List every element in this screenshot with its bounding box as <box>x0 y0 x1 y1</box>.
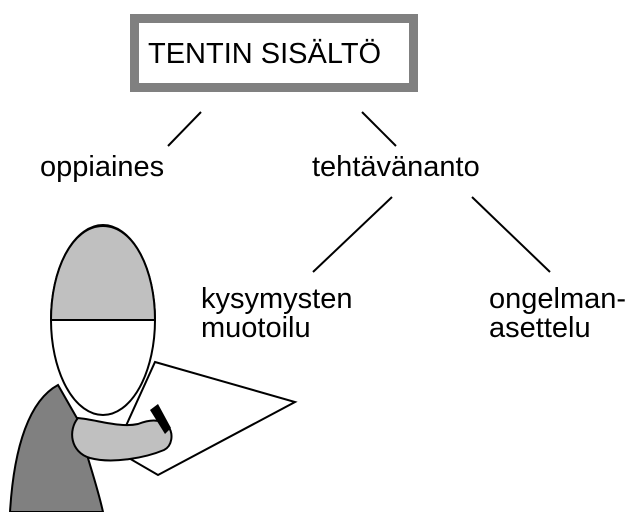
writer-illustration <box>8 224 298 512</box>
diagram-title: TENTIN SISÄLTÖ <box>148 38 382 70</box>
node-problem-line1: ongelman- <box>489 283 627 315</box>
person-arm <box>71 416 173 462</box>
node-questions-line2: muotoilu <box>201 312 311 344</box>
person-cap <box>49 224 157 321</box>
node-content: oppiaines <box>40 151 165 183</box>
connector-title-task <box>361 111 397 147</box>
title-frame <box>130 14 418 92</box>
connector-task-problem <box>471 196 551 273</box>
pen-icon <box>150 404 171 434</box>
connector-task-questions <box>312 196 393 273</box>
node-problem-line2: asettelu <box>489 312 591 344</box>
node-task: tehtävänanto <box>312 151 480 183</box>
connector-title-content <box>167 111 202 147</box>
node-questions-line1: kysymysten <box>201 283 353 315</box>
